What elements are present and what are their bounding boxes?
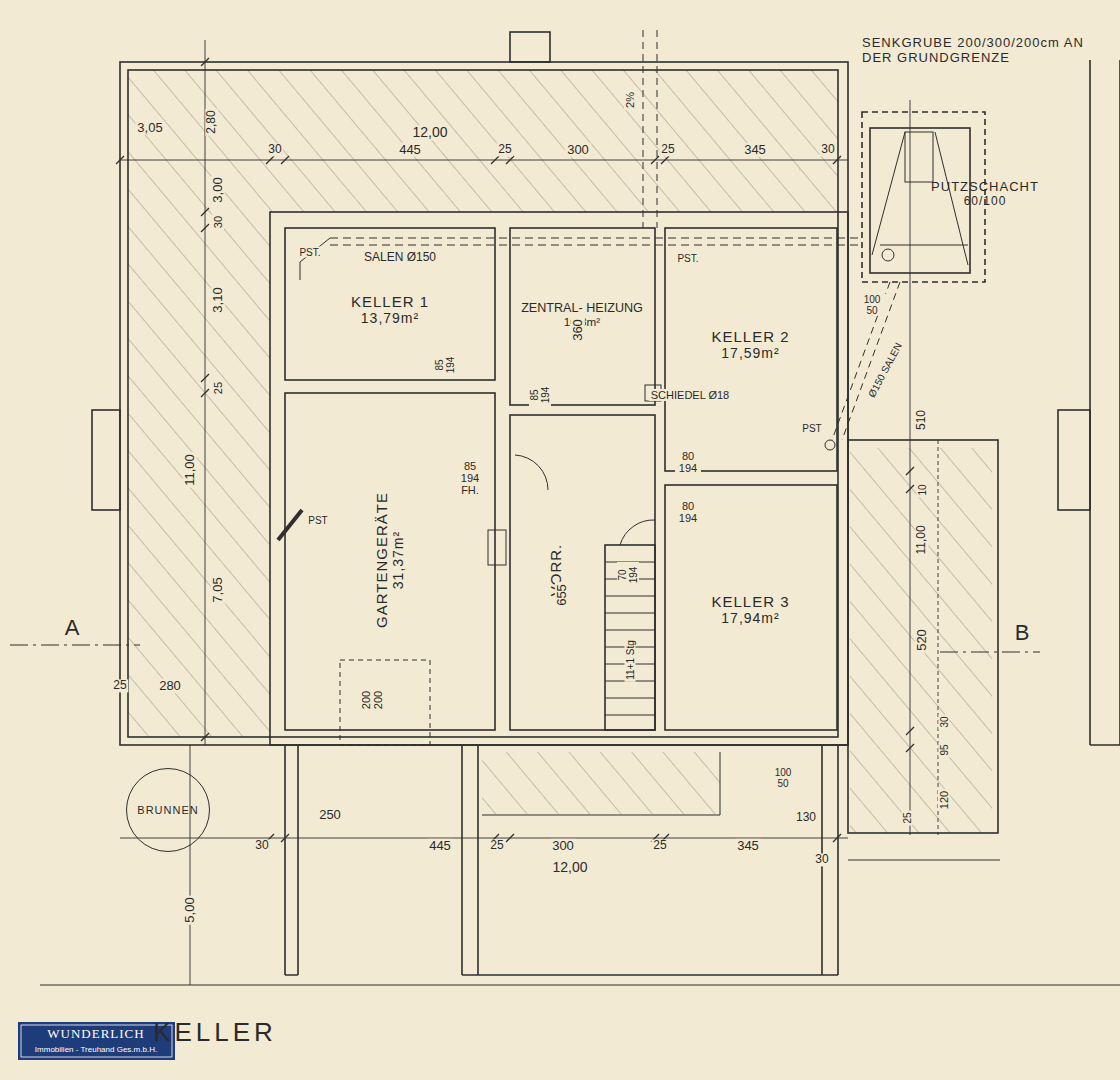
- dimension-label: 7,05: [211, 575, 225, 604]
- dimension-label: 345: [742, 143, 768, 157]
- dimension-label: SCHIEDEL Ø18: [649, 389, 731, 401]
- dimension-label: 80 194: [675, 500, 701, 524]
- dimension-label: 85 194: [434, 352, 456, 378]
- dimension-label: 345: [735, 839, 761, 853]
- dimension-label: 100 50: [768, 767, 798, 789]
- room-area: 13,79m²: [361, 311, 419, 327]
- dimension-label: 95: [939, 742, 950, 757]
- dimension-label: B: [1013, 621, 1032, 645]
- logo-text: WUNDERLICH: [45, 1027, 146, 1041]
- dimension-label: 3,05: [135, 121, 164, 135]
- dimension-label: 85 194: [529, 382, 551, 408]
- dimension-label: 200 200: [360, 683, 384, 717]
- dimension-label: 30: [266, 143, 283, 156]
- room-name: GARTENGERÄTE: [373, 492, 390, 628]
- dimension-label: 25: [111, 679, 128, 692]
- plan-title: KELLER: [151, 1018, 279, 1047]
- dimension-label: 70 194: [617, 562, 639, 588]
- dimension-label: SALEN Ø150: [362, 251, 438, 264]
- dimension-label: 25: [488, 839, 505, 852]
- dimension-label: PST: [306, 515, 329, 526]
- dimension-label: 280: [157, 679, 183, 693]
- dimension-label: 25: [496, 143, 513, 156]
- pit-area: SENKGRUBE 200/300/200cm AN DER GRUNDGREN…: [862, 112, 985, 282]
- dimension-label: 510: [915, 408, 928, 432]
- dimension-label: 100 50: [857, 294, 887, 316]
- room-area: 31,37m²: [391, 531, 407, 589]
- dimension-label: 3,00: [211, 175, 225, 204]
- dimension-label: 11,00: [915, 523, 928, 556]
- dimension-label: A: [63, 616, 82, 640]
- dimension-label: 120: [938, 789, 950, 811]
- room-label: KELLER 113,79m²: [290, 250, 490, 370]
- room-name: ZENTRAL- HEIZUNG: [521, 301, 643, 315]
- dimension-label: 2%: [624, 90, 636, 110]
- dimension-label: 300: [550, 839, 576, 853]
- dimension-label: 85 194 FH.: [455, 460, 485, 496]
- well-circle: BRUNNEN: [126, 768, 210, 852]
- room-name: BRUNNEN: [137, 804, 198, 817]
- room-name: KELLER 3: [711, 593, 789, 610]
- dimension-label: 2,80: [205, 108, 218, 135]
- dimension-label: 250: [317, 808, 343, 822]
- dimension-label: 25: [212, 380, 224, 396]
- room-name: PUTZSCHACHT: [931, 180, 1039, 195]
- room-name: SENKGRUBE 200/300/200cm AN DER GRUNDGREN…: [862, 36, 1102, 66]
- dimension-label: 520: [915, 627, 929, 653]
- dimension-label: PST.: [675, 253, 700, 264]
- dimension-label: 80 194: [675, 450, 701, 474]
- room-label: KELLER 317,94m²: [668, 500, 833, 720]
- dimension-label: 25: [902, 810, 913, 825]
- dimension-label: 445: [397, 143, 423, 157]
- room-label: ZENTRAL- HEIZUNG10,8m²: [512, 240, 652, 390]
- dimension-label: 5,00: [183, 895, 197, 924]
- room-area: 17,94m²: [721, 611, 779, 627]
- dimension-label: 30: [819, 143, 836, 156]
- dimension-label: Ø150 SALEN: [865, 339, 905, 401]
- room-name: KELLER 1: [351, 293, 429, 310]
- dimension-label: 360: [571, 317, 585, 343]
- dimension-label: 300: [565, 143, 591, 157]
- room-label: GARTENGERÄTE31,37m²: [290, 400, 490, 720]
- dimension-label: PST.: [297, 247, 322, 258]
- dimension-label: 12,00: [410, 125, 449, 140]
- dimension-label: 30: [212, 214, 224, 230]
- dimension-label: PST: [800, 423, 823, 434]
- dimension-label: 655: [555, 582, 569, 608]
- logo-text: Immobilien - Treuhand Ges.m.b.H.: [33, 1046, 159, 1055]
- dimension-label: 11+1 Stg: [625, 638, 636, 682]
- room-area: 60/100: [964, 195, 1007, 209]
- room-area: 17,59m²: [721, 346, 779, 362]
- dimension-label: 3,10: [211, 285, 225, 314]
- dimension-label: 11,00: [183, 452, 197, 488]
- dimension-label: 25: [659, 143, 676, 156]
- dimension-label: 30: [813, 853, 830, 866]
- dimension-label: 445: [427, 839, 453, 853]
- dimension-label: 12,00: [550, 860, 589, 875]
- dimension-label: 30: [939, 714, 950, 729]
- room-name: KELLER 2: [711, 328, 789, 345]
- dimension-label: 30: [253, 839, 270, 852]
- room-label: KELLER 217,59m²: [668, 250, 833, 440]
- dimension-label: 130: [794, 811, 818, 824]
- dimension-label: 10: [917, 482, 928, 497]
- room-label: VORR.: [512, 420, 600, 720]
- shaft-label: PUTZSCHACHT60/100: [920, 170, 1050, 218]
- dimension-label: 25: [651, 839, 668, 852]
